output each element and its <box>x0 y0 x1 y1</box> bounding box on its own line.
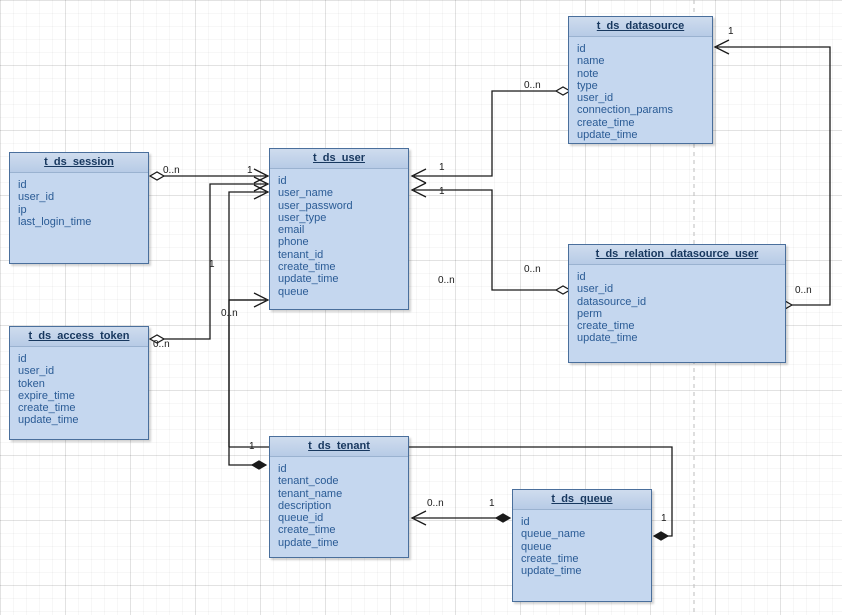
card-tenant-1: 1 <box>249 441 255 452</box>
field: queue <box>521 540 552 553</box>
field: tenant_code <box>278 475 339 488</box>
field: expire_time <box>18 389 75 402</box>
entity-fields: id user_id datasource_id perm create_tim… <box>569 265 785 351</box>
edge-tenant-user <box>228 184 270 470</box>
field: tenant_id <box>278 248 324 261</box>
card-tenant-queue-0n: 0..n <box>427 498 444 509</box>
field: create_time <box>278 261 336 274</box>
field: id <box>577 43 586 55</box>
field: user_type <box>278 211 327 224</box>
edge-session-user <box>148 168 270 184</box>
card-user-session-1: 1 <box>247 165 253 176</box>
entity-title: t_ds_datasource <box>569 17 712 37</box>
field: note <box>577 67 599 80</box>
entity-t_ds_user[interactable]: t_ds_user id user_name user_password use… <box>269 148 409 310</box>
field: user_name <box>278 187 334 200</box>
field: description <box>278 499 332 512</box>
entity-title: t_ds_session <box>10 153 148 173</box>
field: update_time <box>577 129 638 142</box>
field: create_time <box>278 524 336 537</box>
field: ip <box>18 203 27 216</box>
card-relation-0n: 0..n <box>524 264 541 275</box>
card-datasource-0n: 0..n <box>524 80 541 91</box>
entity-t_ds_datasource[interactable]: t_ds_datasource id name note type user_i… <box>568 16 713 144</box>
field: create_time <box>577 116 635 129</box>
field: user_id <box>577 92 614 105</box>
field: update_time <box>577 332 638 345</box>
field: queue_id <box>278 512 324 525</box>
field: phone <box>278 236 309 249</box>
field: user_id <box>18 365 55 378</box>
card-relation-right-0n: 0..n <box>795 285 812 296</box>
field: update_time <box>18 414 79 427</box>
field: id <box>278 175 287 187</box>
field: id <box>18 353 27 365</box>
card-queue-right-1: 1 <box>661 513 667 524</box>
card-accesstoken-0n: 0..n <box>153 339 170 350</box>
entity-title: t_ds_user <box>270 149 408 169</box>
entity-fields: id queue_name queue create_time update_t… <box>513 510 651 583</box>
entity-fields: id user_id token expire_time create_time… <box>10 347 148 433</box>
field: type <box>577 79 598 92</box>
field: user_password <box>278 199 353 212</box>
field: update_time <box>278 536 339 549</box>
entity-t_ds_session[interactable]: t_ds_session id user_id ip last_login_ti… <box>9 152 149 264</box>
field: datasource_id <box>577 295 647 308</box>
field: create_time <box>577 320 635 333</box>
field: queue <box>278 285 309 298</box>
entity-fields: id tenant_code tenant_name description q… <box>270 457 408 555</box>
entity-title: t_ds_queue <box>513 490 651 510</box>
field: last_login_time <box>18 215 92 228</box>
field: perm <box>577 307 603 320</box>
field: id <box>521 516 530 528</box>
edge-user-relation-datasource-user <box>410 182 572 295</box>
field: email <box>278 224 305 237</box>
card-datasource-1: 1 <box>728 26 734 37</box>
card-queue-1: 1 <box>489 498 495 509</box>
field: user_id <box>18 191 55 204</box>
entity-t_ds_queue[interactable]: t_ds_queue id queue_name queue create_ti… <box>512 489 652 602</box>
edge-access-token-user <box>148 176 270 344</box>
field: user_id <box>577 283 614 296</box>
card-session-0n: 0..n <box>163 165 180 176</box>
edge-user-datasource <box>410 86 572 184</box>
field: id <box>577 271 586 283</box>
entity-title: t_ds_access_token <box>10 327 148 347</box>
entity-fields: id name note type user_id connection_par… <box>569 37 712 147</box>
card-user-datasource-1: 1 <box>439 162 445 173</box>
entity-t_ds_relation_datasource_user[interactable]: t_ds_relation_datasource_user id user_id… <box>568 244 786 363</box>
edge-queue-user <box>228 292 673 541</box>
field: id <box>18 179 27 191</box>
card-accesstoken-user-0n: 0..n <box>221 308 238 319</box>
field: connection_params <box>577 104 674 117</box>
field: create_time <box>521 552 579 565</box>
field: update_time <box>521 565 582 578</box>
card-tenant-user-1: 1 <box>209 259 215 270</box>
field: create_time <box>18 402 76 415</box>
field: queue_name <box>521 528 586 541</box>
card-user-relation-1: 1 <box>439 186 445 197</box>
field: id <box>278 463 287 475</box>
entity-title: t_ds_relation_datasource_user <box>569 245 785 265</box>
field: name <box>577 55 605 68</box>
entity-fields: id user_name user_password user_type ema… <box>270 169 408 304</box>
entity-fields: id user_id ip last_login_time <box>10 173 148 234</box>
field: update_time <box>278 273 339 286</box>
edge-queue-tenant <box>410 510 512 526</box>
entity-t_ds_tenant[interactable]: t_ds_tenant id tenant_code tenant_name d… <box>269 436 409 558</box>
field: token <box>18 377 45 390</box>
field: tenant_name <box>278 487 343 500</box>
card-user-queue-0n: 0..n <box>438 275 455 286</box>
entity-t_ds_access_token[interactable]: t_ds_access_token id user_id token expir… <box>9 326 149 440</box>
entity-title: t_ds_tenant <box>270 437 408 457</box>
